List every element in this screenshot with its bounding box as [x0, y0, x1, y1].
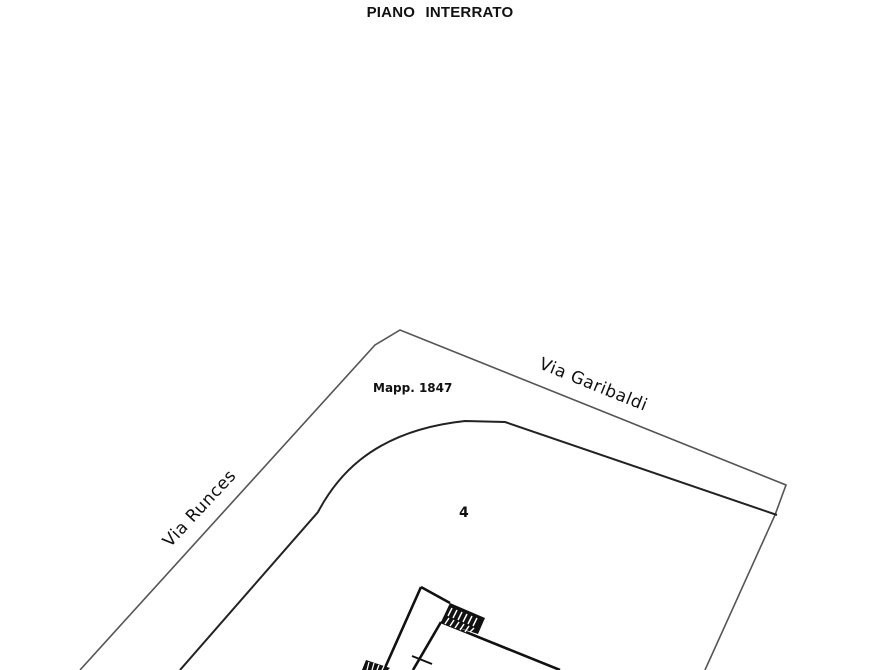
- courtyard-boundary: [179, 419, 778, 670]
- stair-upper: [441, 603, 485, 634]
- parcel-outer-boundary: [79, 329, 788, 670]
- parcel-reference-label: Mapp. 1847: [373, 381, 452, 395]
- area-number-label: 4: [459, 505, 469, 521]
- drawing-title: PIANO INTERRATO: [366, 4, 514, 21]
- street-label-via-garibaldi: Via Garibaldi: [536, 354, 650, 416]
- stair-lower: [362, 660, 390, 670]
- door-tick-mark: [411, 655, 433, 665]
